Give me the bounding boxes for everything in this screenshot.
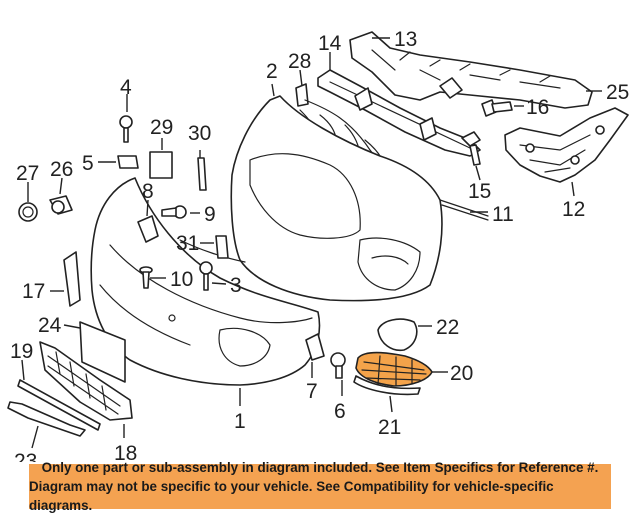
callout-28: 28 bbox=[288, 50, 311, 73]
callout-2: 2 bbox=[266, 60, 278, 83]
callout-labels: 1 2 3 4 5 6 7 8 9 10 11 12 13 14 15 16 1… bbox=[10, 28, 629, 462]
reinforcement-bar-part bbox=[349, 31, 593, 109]
grommet-part bbox=[18, 202, 38, 222]
disclaimer-banner: Only one part or sub-assembly in diagram… bbox=[29, 460, 611, 513]
callout-21: 21 bbox=[378, 416, 401, 439]
callout-29: 29 bbox=[150, 116, 173, 139]
clip-part-7 bbox=[305, 333, 325, 361]
callout-31: 31 bbox=[176, 232, 199, 255]
callout-22: 22 bbox=[436, 316, 459, 339]
callout-27: 27 bbox=[16, 162, 39, 185]
callout-17: 17 bbox=[22, 280, 45, 303]
callout-1: 1 bbox=[234, 410, 246, 433]
trim-strip-part bbox=[439, 199, 489, 221]
callout-18: 18 bbox=[114, 442, 137, 462]
callout-25: 25 bbox=[606, 81, 629, 104]
rivet-part-10 bbox=[139, 266, 153, 289]
impact-bar-part bbox=[317, 69, 481, 157]
bolt-part-15 bbox=[461, 131, 481, 166]
bolt-part-9 bbox=[161, 205, 187, 219]
fog-lamp-grille-part-20 bbox=[355, 351, 433, 387]
callout-19: 19 bbox=[10, 340, 33, 363]
molding-strip-part-23 bbox=[7, 401, 86, 437]
molding-strip-part-19 bbox=[17, 379, 101, 431]
callout-14: 14 bbox=[318, 32, 342, 55]
callout-20: 20 bbox=[450, 362, 473, 385]
callout-30: 30 bbox=[188, 122, 211, 145]
callout-24: 24 bbox=[38, 314, 62, 337]
callout-7: 7 bbox=[306, 380, 318, 403]
callout-6: 6 bbox=[334, 400, 346, 423]
disclaimer-line-1: Only one part or sub-assembly in diagram… bbox=[41, 460, 599, 475]
callout-5: 5 bbox=[82, 152, 94, 175]
callout-23: 23 bbox=[14, 450, 37, 462]
callout-4: 4 bbox=[120, 76, 132, 99]
callout-15: 15 bbox=[468, 180, 491, 203]
leader-lines bbox=[21, 37, 602, 449]
callout-12: 12 bbox=[562, 198, 585, 221]
side-bracket-part bbox=[504, 107, 629, 183]
disclaimer-line-2: Diagram may not be specific to your vehi… bbox=[29, 479, 554, 513]
bracket-part-17 bbox=[63, 251, 81, 307]
callout-9: 9 bbox=[204, 203, 216, 226]
callout-3: 3 bbox=[230, 274, 242, 297]
callout-8: 8 bbox=[142, 180, 154, 203]
clip-part-5 bbox=[117, 155, 139, 169]
bolt-part-6 bbox=[330, 352, 346, 379]
bumper-cover-part bbox=[230, 95, 443, 302]
callout-10: 10 bbox=[170, 268, 193, 291]
lower-grille-part bbox=[39, 341, 133, 421]
callout-11: 11 bbox=[492, 203, 514, 226]
module-part-29 bbox=[149, 151, 173, 179]
strap-part-30 bbox=[197, 157, 207, 191]
screw-part-4 bbox=[119, 115, 133, 143]
connector-part-31 bbox=[215, 235, 229, 259]
callout-13: 13 bbox=[394, 28, 417, 51]
bracket-part-8 bbox=[137, 215, 159, 243]
parking-sensor-part bbox=[49, 195, 73, 215]
bolt-part-16 bbox=[481, 99, 513, 117]
cover-part-22 bbox=[377, 318, 418, 352]
license-plate-bracket-part bbox=[79, 321, 126, 383]
parts-diagram: 1 2 3 4 5 6 7 8 9 10 11 12 13 14 15 16 1… bbox=[7, 28, 629, 462]
screw-part-3 bbox=[199, 261, 213, 291]
callout-16: 16 bbox=[526, 96, 549, 119]
trim-part-21 bbox=[353, 375, 421, 396]
callout-26: 26 bbox=[50, 158, 73, 181]
